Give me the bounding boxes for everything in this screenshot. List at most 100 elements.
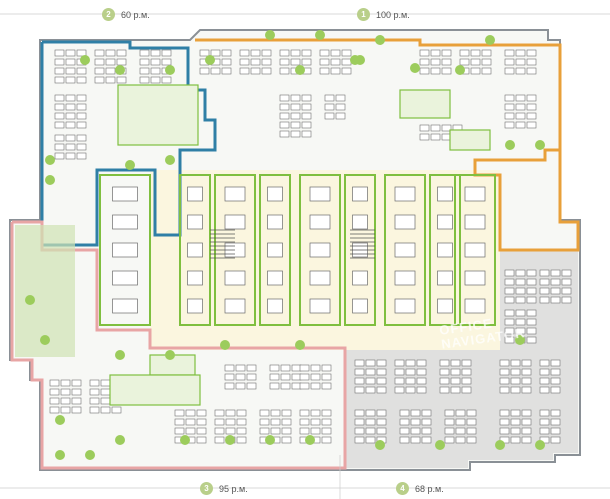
core-room-table	[187, 270, 203, 286]
zone-4-number: 4	[396, 482, 409, 495]
desk	[521, 386, 532, 394]
desk	[515, 49, 526, 57]
desk	[466, 409, 477, 417]
desk	[65, 103, 76, 111]
core-room-table	[394, 242, 416, 258]
desk	[261, 67, 272, 75]
core-room	[99, 174, 151, 326]
desk	[515, 67, 526, 75]
desk	[279, 112, 290, 120]
desk	[504, 309, 515, 317]
core-room-table	[394, 298, 416, 314]
plant	[125, 160, 135, 170]
desk	[510, 409, 521, 417]
meeting-room	[117, 84, 199, 146]
desk	[539, 269, 550, 277]
zone-4-seats: 68 р.м.	[415, 483, 444, 494]
desk	[139, 76, 150, 84]
core-room-table	[187, 186, 203, 202]
desk	[441, 67, 452, 75]
desk	[499, 409, 510, 417]
core-room	[454, 174, 496, 326]
desk	[405, 359, 416, 367]
desk	[174, 427, 185, 435]
desk	[139, 58, 150, 66]
desk	[76, 152, 87, 160]
desk	[394, 377, 405, 385]
desk	[365, 386, 376, 394]
core-room-table	[352, 270, 368, 286]
desk	[439, 377, 450, 385]
desk	[321, 427, 332, 435]
desk	[235, 364, 246, 372]
desk	[89, 379, 100, 387]
desk	[459, 58, 470, 66]
desk	[376, 409, 387, 417]
desk	[526, 121, 537, 129]
core-room-table	[267, 242, 283, 258]
core-room-table	[309, 242, 331, 258]
desk	[150, 58, 161, 66]
desk	[49, 397, 60, 405]
desk	[71, 406, 82, 414]
plant	[115, 65, 125, 75]
desk	[330, 67, 341, 75]
desk	[280, 373, 291, 381]
plant	[45, 175, 55, 185]
desk	[376, 386, 387, 394]
desk	[299, 427, 310, 435]
desk	[299, 382, 310, 390]
zone-2-seats: 60 р.м.	[121, 9, 150, 20]
desk	[299, 409, 310, 417]
desk	[539, 287, 550, 295]
desk	[455, 427, 466, 435]
desk	[269, 373, 280, 381]
desk	[290, 103, 301, 111]
desk	[310, 373, 321, 381]
desk	[510, 377, 521, 385]
desk	[330, 58, 341, 66]
desk	[335, 103, 346, 111]
desk	[290, 130, 301, 138]
desk	[499, 386, 510, 394]
desk	[221, 49, 232, 57]
desk	[526, 269, 537, 277]
desk	[301, 58, 312, 66]
desk	[280, 382, 291, 390]
desk	[441, 58, 452, 66]
desk	[246, 373, 257, 381]
desk	[419, 133, 430, 141]
desk	[60, 379, 71, 387]
desk	[526, 327, 537, 335]
desk	[76, 76, 87, 84]
desk	[550, 377, 561, 385]
plant	[45, 155, 55, 165]
plant	[265, 30, 275, 40]
desk	[376, 377, 387, 385]
desk	[225, 418, 236, 426]
desk	[150, 49, 161, 57]
desk	[196, 409, 207, 417]
desk	[239, 67, 250, 75]
desk	[521, 368, 532, 376]
desk	[71, 379, 82, 387]
desk	[405, 377, 416, 385]
desk	[196, 436, 207, 444]
desk	[515, 58, 526, 66]
desk	[185, 427, 196, 435]
desk	[539, 359, 550, 367]
desk	[210, 49, 221, 57]
desk	[455, 409, 466, 417]
desk	[354, 377, 365, 385]
desk	[279, 49, 290, 57]
desk	[450, 377, 461, 385]
core-room-table	[267, 214, 283, 230]
desk	[321, 436, 332, 444]
desk	[259, 427, 270, 435]
desk	[521, 427, 532, 435]
plant	[375, 440, 385, 450]
desk	[539, 368, 550, 376]
desk	[504, 49, 515, 57]
desk	[76, 143, 87, 151]
desk	[561, 287, 572, 295]
